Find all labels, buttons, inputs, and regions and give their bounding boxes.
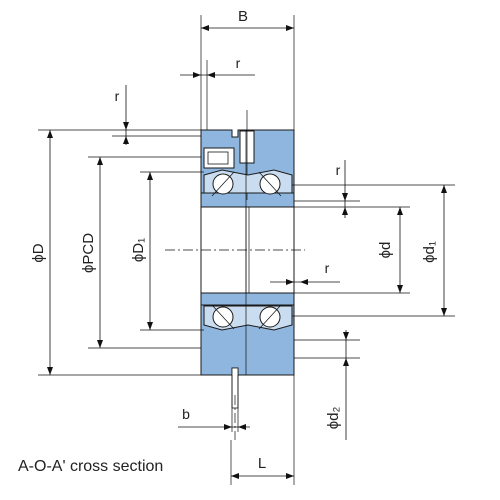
arrow-phi-d1-bottom bbox=[147, 322, 153, 330]
bearing-body bbox=[200, 110, 295, 409]
arrow-b-right bbox=[286, 25, 294, 31]
contact-line-upper-right bbox=[258, 171, 282, 197]
label-phi-d2: ϕd₂ bbox=[325, 407, 342, 430]
arrow-phi-dbore-bottom bbox=[397, 285, 403, 293]
label-r-right-lower: r bbox=[325, 260, 330, 276]
arrow-phi-d1r-top bbox=[441, 185, 447, 193]
label-b-small: b bbox=[182, 406, 190, 422]
label-phi-d: ϕD bbox=[30, 243, 47, 262]
arrow-phi-pcd-bottom bbox=[97, 340, 103, 348]
arrow-b-left bbox=[201, 25, 209, 31]
arrow-r-left-a bbox=[123, 122, 129, 130]
label-b: B bbox=[238, 8, 248, 25]
arrow-r-rl-b bbox=[300, 279, 308, 285]
arrow-phi-d-top bbox=[47, 130, 53, 138]
arrow-phi-d1-top bbox=[147, 172, 153, 180]
label-r-right-upper: r bbox=[336, 162, 341, 178]
label-phi-d-bore: ϕd bbox=[377, 242, 394, 259]
arrow-r-top-b bbox=[207, 72, 215, 78]
arrow-phi-d2-bottom bbox=[343, 358, 349, 366]
label-r-left: r bbox=[115, 88, 120, 104]
contact-line-upper-left bbox=[211, 171, 235, 197]
arrow-b-small-a bbox=[224, 424, 232, 430]
arrow-l-right bbox=[286, 473, 294, 479]
arrow-r-rl-a bbox=[286, 279, 294, 285]
arrow-r-top-a bbox=[193, 72, 201, 78]
arrow-r-ru-b bbox=[342, 207, 348, 215]
label-r-top: r bbox=[236, 55, 241, 71]
label-phi-d1: ϕD₁ bbox=[130, 238, 147, 262]
inner-band-lower bbox=[200, 292, 295, 306]
arrow-l-left bbox=[231, 473, 239, 479]
contact-line-lower-right bbox=[258, 304, 282, 330]
screw-pocket-inner bbox=[207, 151, 229, 165]
label-l: L bbox=[258, 455, 266, 472]
arrow-r-ru-a bbox=[342, 193, 348, 201]
arrow-phi-pcd-top bbox=[97, 157, 103, 165]
arrow-phi-d2-top bbox=[343, 332, 349, 340]
section-caption: A-O-A' cross section bbox=[18, 458, 163, 475]
arrow-b-small-b bbox=[238, 424, 246, 430]
label-phi-d1-right: ϕd₁ bbox=[421, 241, 438, 263]
label-phi-pcd: ϕPCD bbox=[80, 233, 97, 273]
arrow-phi-d-bottom bbox=[47, 367, 53, 375]
arrow-phi-dbore-top bbox=[397, 207, 403, 215]
arrow-r-left-b bbox=[123, 136, 129, 144]
contact-line-lower-left bbox=[211, 304, 235, 330]
arrow-phi-d1r-bottom bbox=[441, 308, 447, 316]
